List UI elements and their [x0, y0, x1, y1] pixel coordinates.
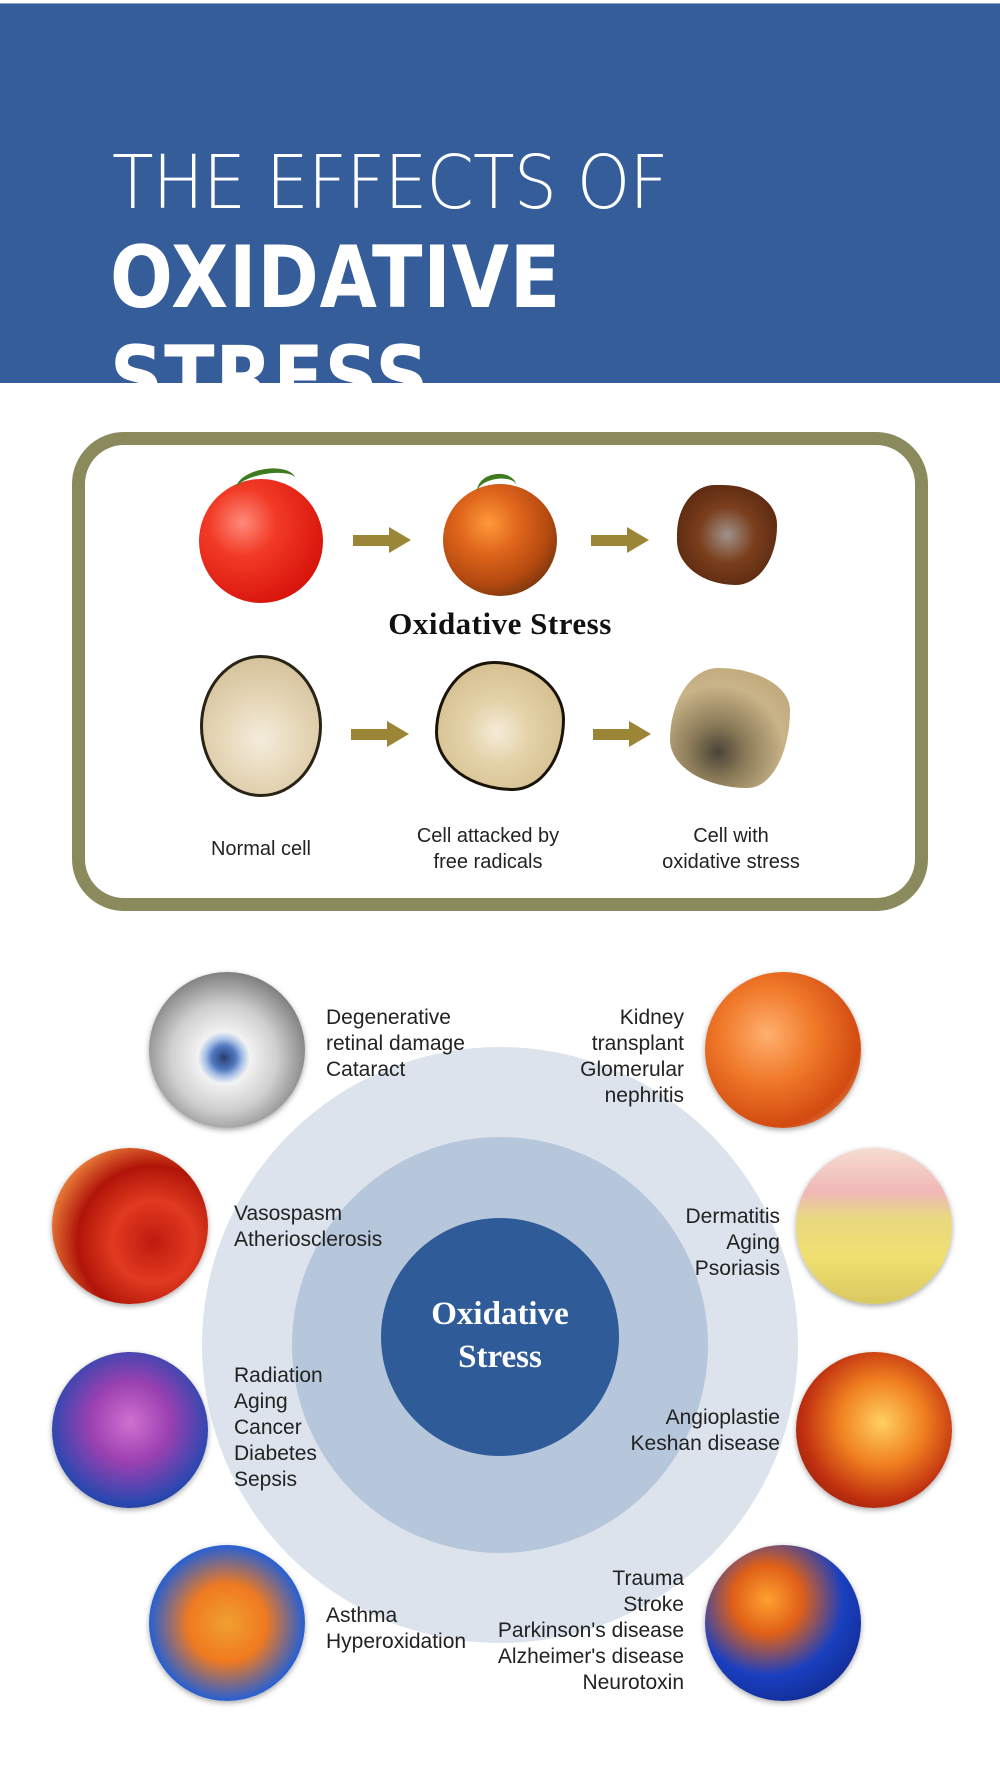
cell-label-stressed: Cell with oxidative stress: [621, 823, 841, 875]
fresh-tomato-icon: [199, 464, 323, 603]
effect-line: Psoriasis: [694, 1257, 780, 1280]
spotted-tomato-icon: [443, 470, 557, 596]
center-line: Stress: [458, 1339, 542, 1375]
arrow-right-icon: [351, 721, 409, 747]
normal-cell-icon: [200, 655, 322, 797]
effect-line: Aging: [726, 1231, 780, 1254]
attacked-cell-icon: [435, 661, 565, 791]
effect-line: nephritis: [604, 1084, 684, 1107]
effect-line: Vasospasm: [234, 1202, 343, 1225]
title-line-1: THE EFFECTS OF: [112, 140, 669, 226]
rotten-tomato-icon: [677, 485, 777, 585]
effect-line: Neurotoxin: [582, 1671, 684, 1694]
label-line: Cell attacked by: [416, 825, 560, 847]
effect-line: Diabetes: [234, 1442, 317, 1465]
effect-line: Atheriosclerosis: [234, 1228, 383, 1251]
label-line: Cell with: [693, 825, 769, 847]
effect-line: Radiation: [234, 1364, 323, 1387]
kidney-icon: [705, 972, 861, 1128]
effect-line: Sepsis: [234, 1468, 298, 1491]
effect-line: retinal damage: [326, 1032, 465, 1055]
center-line: Oxidative: [431, 1296, 569, 1332]
effect-line: Asthma: [326, 1604, 398, 1627]
label-line: Normal cell: [210, 838, 312, 860]
arrow-right-icon: [591, 527, 649, 553]
process-title: Oxidative Stress: [388, 606, 612, 641]
effect-line: transplant: [591, 1032, 684, 1055]
title-line-2: OXIDATIVE STRESS: [110, 228, 562, 428]
damaged-cell-icon: [670, 668, 790, 788]
heart-icon: [796, 1352, 952, 1508]
effect-line: Trauma: [612, 1567, 684, 1590]
eye-icon: [149, 972, 305, 1128]
effect-line: Degenerative: [326, 1006, 451, 1029]
arrow-right-icon: [593, 721, 651, 747]
effect-line: Keshan disease: [630, 1432, 780, 1455]
effect-line: Aging: [234, 1390, 288, 1413]
effect-line: Parkinson's disease: [497, 1619, 684, 1642]
effect-line: Cataract: [326, 1058, 406, 1081]
effect-line: Alzheimer's disease: [497, 1645, 684, 1668]
effect-line: Angioplastie: [665, 1406, 780, 1429]
arrow-right-icon: [353, 527, 411, 553]
title-banner: [0, 3, 1000, 383]
effect-line: Kidney: [619, 1006, 684, 1029]
effect-line: Stroke: [623, 1593, 684, 1616]
cell-label-normal: Normal cell: [151, 836, 371, 862]
intestines-icon: [52, 1352, 208, 1508]
skin-icon: [796, 1148, 952, 1304]
effect-line: Hyperoxidation: [326, 1630, 467, 1653]
label-line: oxidative stress: [662, 851, 800, 873]
lungs-icon: [149, 1545, 305, 1701]
center-circle: [381, 1218, 619, 1456]
effect-line: Glomerular: [580, 1058, 684, 1081]
effect-line: Dermatitis: [685, 1205, 780, 1228]
effect-line: Cancer: [234, 1416, 302, 1439]
label-line: free radicals: [433, 851, 543, 873]
blood-cells-icon: [52, 1148, 208, 1304]
cell-label-attacked: Cell attacked by free radicals: [378, 823, 598, 875]
brain-icon: [705, 1545, 861, 1701]
